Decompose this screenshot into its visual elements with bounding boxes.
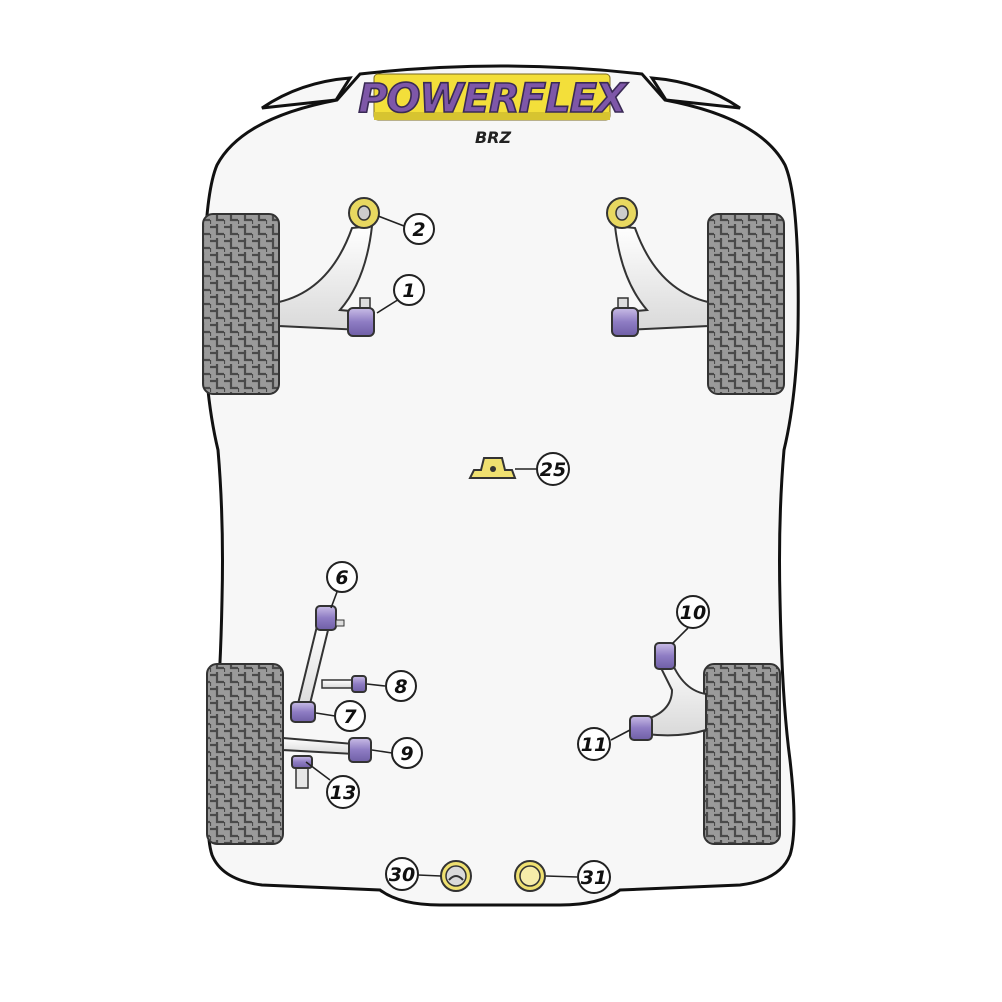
bushing-10: [654, 642, 676, 670]
rear-right-tyre: [703, 663, 781, 845]
callout-2: 2: [403, 213, 435, 245]
callout-8-label: 8: [394, 676, 407, 698]
callout-8: 8: [385, 670, 417, 702]
callout-6: 6: [326, 561, 358, 593]
bushing-31: [514, 860, 546, 892]
model-name: BRZ: [475, 128, 512, 147]
callout-7-label: 7: [343, 706, 357, 728]
callout-6-label: 6: [335, 567, 348, 589]
callout-1-label: 1: [402, 280, 415, 302]
callout-7: 7: [334, 700, 366, 732]
front-right-tyre: [707, 213, 785, 395]
callout-9: 9: [391, 737, 423, 769]
bushing-13: [291, 755, 313, 789]
bushing-1-front-right: [611, 297, 639, 337]
callout-13-label: 13: [330, 782, 356, 804]
bushing-11: [629, 715, 653, 741]
callout-25-label: 25: [540, 459, 566, 481]
rear-left-tyre: [206, 663, 284, 845]
front-left-tyre: [202, 213, 280, 395]
bushing-8: [321, 675, 367, 693]
callout-13: 13: [326, 775, 360, 809]
callout-10-label: 10: [680, 602, 706, 624]
callout-30: 30: [385, 857, 419, 891]
callout-31: 31: [577, 860, 611, 894]
bushing-2-front-right: [606, 197, 638, 229]
rear-right-lower-arm: [642, 650, 707, 737]
bushing-1-front-left: [347, 297, 375, 337]
brand-name: POWERFLEX: [358, 76, 629, 122]
callout-25: 25: [536, 452, 570, 486]
callout-10: 10: [676, 595, 710, 629]
callout-11-label: 11: [581, 734, 607, 756]
mount-25: [468, 457, 517, 479]
bushing-30: [440, 860, 472, 892]
bushing-2-front-left: [348, 197, 380, 229]
callout-2-label: 2: [412, 219, 425, 241]
powerflex-logo: POWERFLEX: [357, 73, 631, 123]
callout-9-label: 9: [400, 743, 413, 765]
callout-30-label: 30: [389, 864, 415, 886]
callout-11: 11: [577, 727, 611, 761]
bushing-6: [315, 605, 345, 631]
bushing-9: [348, 737, 372, 763]
callout-1: 1: [393, 274, 425, 306]
bushing-7: [290, 701, 316, 723]
callout-31-label: 31: [581, 867, 607, 889]
